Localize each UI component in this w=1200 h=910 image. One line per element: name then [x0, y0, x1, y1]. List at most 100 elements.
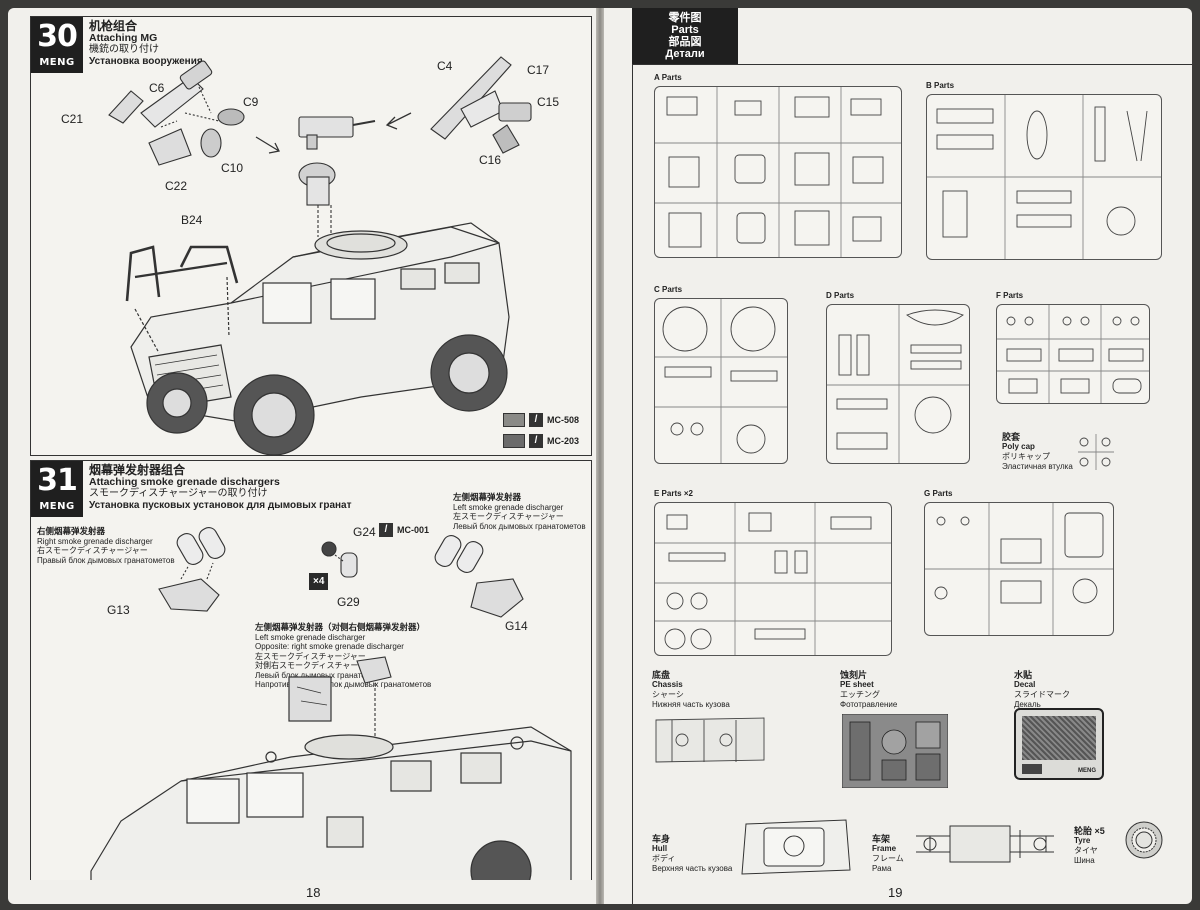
label-ja: 右スモークディスチャージャー [37, 546, 148, 555]
paint-chip [503, 434, 525, 448]
paint-code: MC-203 [547, 436, 580, 446]
poly-cap-label: 胶套 Poly cap ポリキャップ Эластичная втулка [1002, 432, 1073, 472]
step-30-badge: 30 MENG [31, 17, 83, 73]
chassis-label: 底盘 Chassis シャーシ Нижняя часть кузова [652, 670, 730, 710]
part-label-c4: C4 [437, 59, 453, 73]
sprue-c-label: C Parts [654, 285, 683, 294]
frame-label: 车架 Frame フレーム Рама [872, 834, 904, 874]
label-zh: 车架 [872, 834, 891, 844]
meng-logo: MENG [39, 501, 75, 512]
sprue-e-multiplier: ×2 [683, 489, 693, 498]
decal-sheet-illustration: MENG [1014, 708, 1104, 780]
label-zh: 右侧烟幕弹发射器 [37, 526, 106, 536]
label-en: Poly cap [1002, 442, 1035, 451]
label-ja: スライドマーク [1014, 690, 1070, 699]
sprue-e-frame [654, 502, 892, 656]
label-en: Decal [1014, 680, 1036, 689]
parts-frame-border [632, 64, 1192, 904]
paint-swatch-mc203: / MC-203 [503, 434, 579, 448]
label-en: Right smoke grenade discharger [37, 536, 153, 546]
header-en: Parts [671, 24, 699, 36]
label-zh: 轮胎 ×5 [1074, 826, 1105, 836]
label-ja: タイヤ [1074, 846, 1098, 855]
decal-mark [1022, 764, 1042, 774]
label-ru: Эластичная втулка [1002, 462, 1073, 471]
brush-icon: / [379, 523, 393, 537]
step-number: 31 [37, 463, 78, 498]
decal-label: 水贴 Decal スライドマーク Декаль [1014, 670, 1070, 710]
sprue-a-frame [654, 86, 902, 258]
label-ja: エッチング [840, 690, 880, 699]
sprue-b-label: B Parts [926, 81, 955, 90]
tyre-label: 轮胎 ×5 Tyre タイヤ Шина [1074, 826, 1105, 866]
part-label-c15: C15 [537, 95, 560, 109]
paint-swatch-mc508: / MC-508 [503, 413, 579, 427]
tyre-zh: 轮胎 [1074, 826, 1093, 836]
title-ru: Установка пусковых установок для дымовых… [89, 499, 352, 511]
parts-header-badge: 零件图 Parts 部品図 Детали [632, 8, 738, 64]
left-discharger [434, 535, 524, 618]
sprue-e: E Parts ×2 [654, 489, 892, 656]
part-label-g24: G24 [353, 525, 376, 539]
label-ru: Правый блок дымовых гранатометов [37, 555, 175, 565]
sprue-f-frame [996, 304, 1150, 404]
sprue-e-name: E Parts [654, 489, 682, 498]
part-label-c22: C22 [165, 179, 188, 193]
label-ja: シャーシ [652, 690, 684, 699]
part-label-g14: G14 [505, 619, 528, 633]
pe-sheet-illustration [841, 713, 949, 793]
sprue-b-frame [926, 94, 1162, 260]
left-page: 30 MENG 机枪组合 Attaching MG 機銃の取り付け Устано… [8, 8, 596, 904]
title-en: Attaching smoke grenade dischargers [89, 475, 280, 488]
sprue-f-label: F Parts [996, 291, 1024, 300]
label-zh: 胶套 [1002, 432, 1021, 442]
sprue-d-label: D Parts [826, 291, 855, 300]
pe-sheet-label: 蚀刻片 PE sheet エッチング Фототравление [840, 670, 897, 710]
left-discharger-label: 左侧烟幕弹发射器 Left smoke grenade discharger 左… [453, 492, 586, 531]
decal-brand: MENG [1078, 768, 1096, 774]
title-zh: 机枪组合 [89, 19, 138, 33]
mg-parts-exploded [108, 60, 245, 166]
label-ja: ボディ [652, 854, 676, 863]
mg-assembled [298, 116, 376, 237]
header-zh: 零件图 [668, 12, 702, 24]
sprue-a-label: A Parts [654, 73, 682, 82]
sprue-d: D Parts [826, 291, 970, 464]
brush-icon: / [529, 434, 543, 448]
step-31-badge: 31 MENG [31, 461, 83, 517]
label-ru: Рама [872, 864, 892, 873]
decal-pattern [1022, 716, 1096, 760]
book-spine [596, 8, 604, 904]
right-page: 零件图 Parts 部品図 Детали A Parts B Parts [604, 8, 1192, 904]
sprue-c-frame [654, 298, 788, 464]
vehicle-step30 [125, 222, 510, 455]
brush-icon: / [529, 413, 543, 427]
right-discharger [158, 527, 226, 612]
label-en: Chassis [652, 680, 683, 689]
quantity-multiplier: ×4 [309, 573, 329, 590]
sprue-f: F Parts [996, 291, 1150, 404]
label-en: Left smoke grenade discharger [453, 502, 564, 512]
right-discharger-label: 右侧烟幕弹发射器 Right smoke grenade discharger … [37, 526, 175, 565]
tyre-multiplier: ×5 [1094, 826, 1105, 836]
page-number-left: 18 [306, 885, 321, 900]
step-30-panel: 30 MENG 机枪组合 Attaching MG 機銃の取り付け Устано… [30, 16, 592, 456]
paint-swatch-mc001: / MC-001 [379, 523, 429, 537]
part-label-c9: C9 [243, 95, 259, 109]
sprue-g-frame [924, 502, 1114, 636]
left-discharger-opposite-label: 左侧烟幕弹发射器（对侧右侧烟幕弹发射器） Left smoke grenade … [255, 622, 431, 690]
label-ja: 左スモークディスチャージャー [453, 512, 564, 521]
label-ja: フレーム [872, 854, 904, 863]
title-ru: Установка вооружения [89, 55, 203, 67]
poly-cap-illustration [1074, 432, 1118, 477]
label-ja: ポリキャップ [1002, 452, 1050, 461]
title-en: Attaching MG [89, 31, 158, 44]
part-label-c21: C21 [61, 112, 84, 126]
label-zh: 底盘 [652, 670, 671, 680]
label-ru: Декаль [1014, 700, 1041, 709]
part-label-c10: C10 [221, 161, 244, 175]
label-ru: Нижняя часть кузова [652, 700, 730, 709]
paint-chip [503, 413, 525, 427]
sprue-b: B Parts [926, 81, 1162, 260]
part-label-g13: G13 [107, 603, 130, 617]
